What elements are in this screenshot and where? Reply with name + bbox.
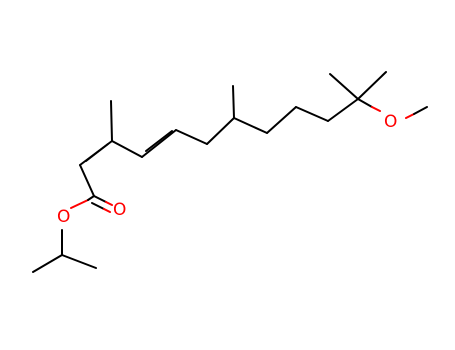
bond-quat-to-oxygen bbox=[357, 98, 373, 108]
bond-carbonyl-co-a bbox=[93, 195, 107, 203]
bond-quat-methyl-right bbox=[357, 71, 387, 100]
carbonyl-oxygen-label: O bbox=[113, 200, 126, 220]
bond-alpha-beta-b bbox=[85, 143, 109, 162]
bond-chain-2 bbox=[266, 106, 297, 134]
bond-chain-1 bbox=[233, 117, 268, 134]
bond-c6-methyl bbox=[232, 85, 235, 119]
bond-isopropyl-right bbox=[61, 254, 97, 269]
bond-quat-to-oxygen-red bbox=[371, 106, 381, 112]
bond-oxygen-to-methyl bbox=[413, 106, 428, 115]
bond-carbonyl-co-a-red bbox=[105, 201, 113, 206]
ester-ether-oxygen-label: O bbox=[57, 207, 70, 227]
bond-isopropyl-left bbox=[32, 254, 63, 273]
bond-oxygen-to-methyl-red bbox=[405, 113, 415, 119]
bond-ch2-chmethyl bbox=[206, 117, 235, 145]
bond-chain-4 bbox=[327, 98, 359, 122]
bond-quat-methyl-left bbox=[329, 73, 359, 100]
methoxy-oxygen-label: O bbox=[384, 112, 397, 132]
bond-carbonyl-to-alpha bbox=[79, 164, 95, 197]
bond-beta-gamma bbox=[111, 140, 143, 158]
bond-ester-oxygen-to-carbonyl-c bbox=[87, 195, 95, 201]
bond-gamma-delta-b bbox=[145, 130, 173, 152]
bond-gamma-delta-a bbox=[141, 129, 177, 158]
bond-beta-methyl bbox=[110, 100, 113, 142]
bond-ester-oxygen-to-carbonyl bbox=[70, 199, 89, 209]
bond-delta-ch2 bbox=[175, 129, 208, 145]
bond-carbonyl-co-b-red bbox=[103, 208, 111, 213]
bond-carbonyl-co-b bbox=[91, 202, 105, 210]
bond-chain-3 bbox=[295, 106, 329, 122]
